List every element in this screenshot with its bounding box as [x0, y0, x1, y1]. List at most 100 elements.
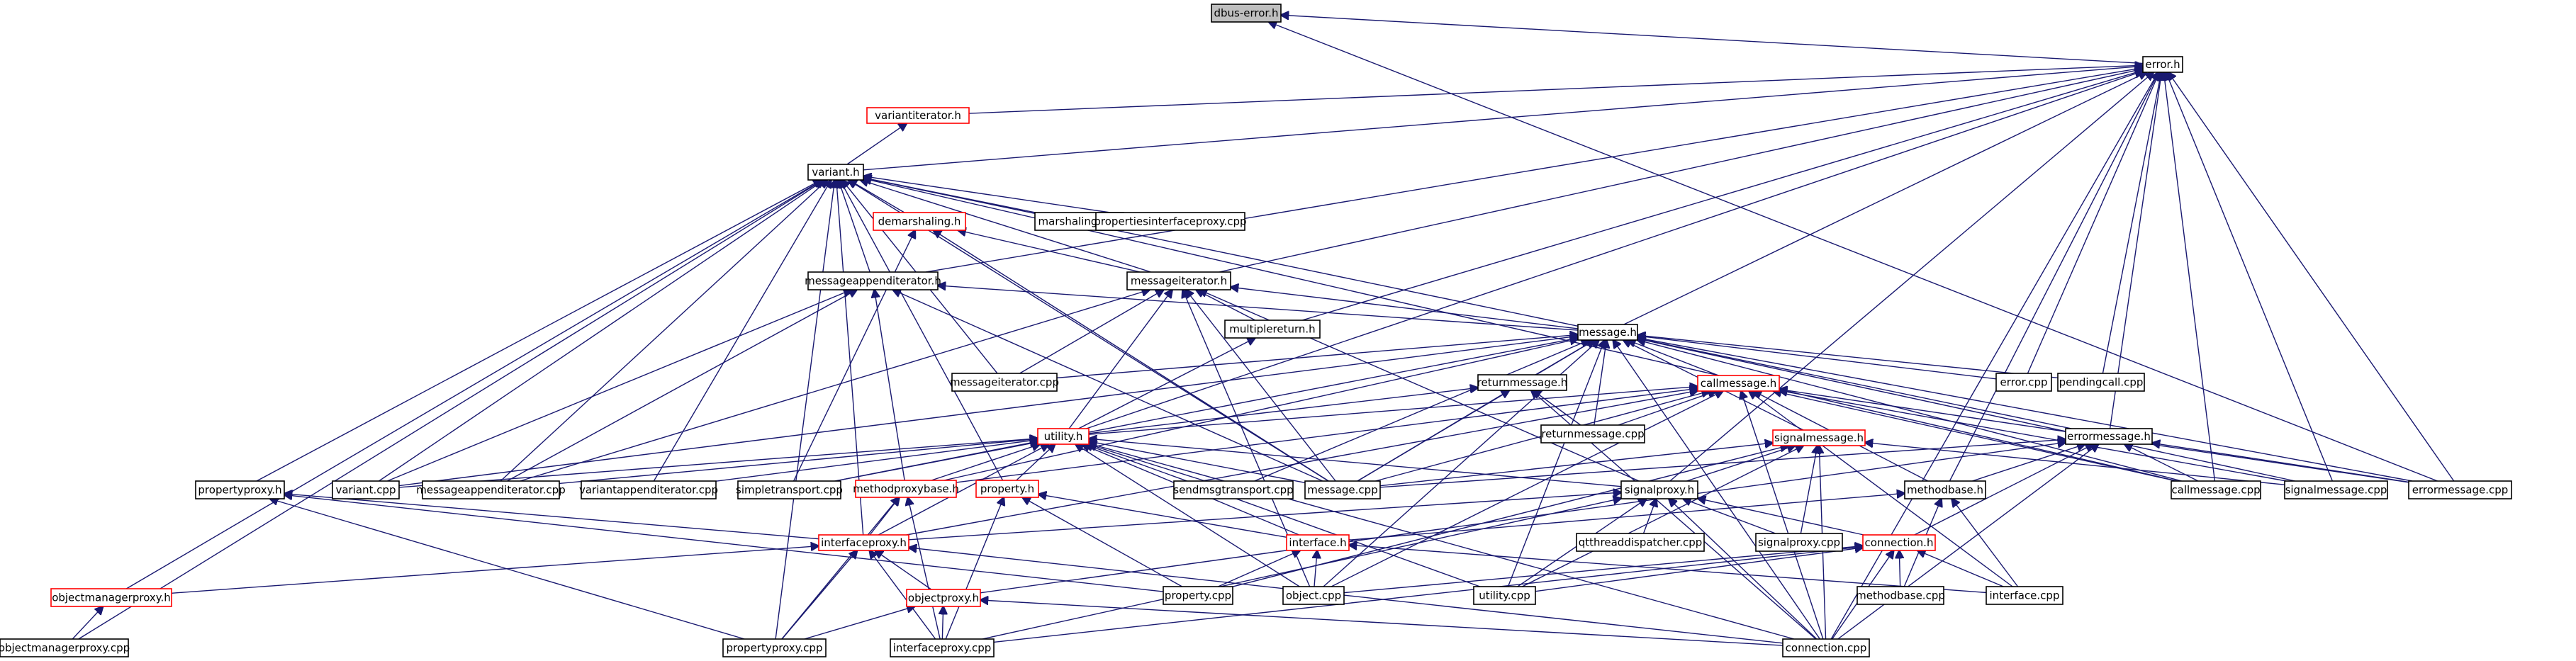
node-connection-h[interactable]: connection.h: [1862, 534, 1936, 551]
node-returnmessage-h[interactable]: returnmessage.h: [1477, 374, 1568, 391]
node-utility-h[interactable]: utility.h: [1037, 428, 1090, 445]
edge-variant-h-to-variantiterator-h: [846, 123, 907, 165]
node-box: [1473, 586, 1536, 605]
edge-errormessage-h-to-message-h: [1637, 339, 2072, 429]
edge-message-cpp-to-messageiterator-h: [1186, 290, 1336, 482]
edge-objectmanagerproxy-h-to-variant-h: [125, 180, 822, 589]
edge-propertyproxy-cpp-to-variant-h: [775, 180, 834, 640]
node-qtthreaddispatcher-cpp[interactable]: qtthreaddispatcher.cpp: [1576, 533, 1705, 552]
node-simpletransport-cpp[interactable]: simpletransport.cpp: [736, 480, 843, 499]
node-label: interfaceproxy.cpp: [893, 642, 992, 655]
node-variantappenditerator-cpp[interactable]: variantappenditerator.cpp: [579, 480, 718, 499]
node-connection-cpp[interactable]: connection.cpp: [1782, 638, 1870, 657]
node-callmessage-h[interactable]: callmessage.h: [1697, 375, 1780, 392]
node-propertyproxy-cpp[interactable]: propertyproxy.cpp: [722, 638, 827, 657]
edge-methodbase-cpp-to-connection-h: [1899, 550, 1900, 587]
node-box: [1540, 424, 1645, 444]
edge-object-cpp-to-connection-h: [1343, 546, 1863, 594]
edge-property-h-to-variant-h: [840, 180, 1004, 481]
node-label: interfaceproxy.h: [821, 536, 907, 549]
edge-objectmanagerproxy-h-to-interfaceproxy-h: [171, 546, 819, 594]
node-methodbase-h[interactable]: methodbase.h: [1904, 480, 1986, 499]
node-signalmessage-h[interactable]: signalmessage.h: [1772, 429, 1866, 446]
node-propertiesinterfaceproxy-cpp[interactable]: propertiesinterfaceproxy.cpp: [1094, 212, 1247, 231]
edge-connection-cpp-to-interfaceproxy-h: [909, 548, 1783, 644]
node-box: [1755, 533, 1843, 552]
node-box: [737, 480, 841, 499]
node-callmessage-cpp[interactable]: callmessage.cpp: [2171, 480, 2261, 499]
node-objectmanagerproxy-cpp[interactable]: objectmanagerproxy.cpp: [0, 638, 130, 657]
node-messageappenditerator-h[interactable]: messageappenditerator.h: [805, 271, 941, 290]
node-demarshaling-h[interactable]: demarshaling.h: [873, 212, 966, 231]
node-interface-h[interactable]: interface.h: [1286, 534, 1350, 551]
node-errormessage-h[interactable]: errormessage.h: [2065, 428, 2153, 445]
node-label: utility.h: [1044, 430, 1083, 443]
node-utility-cpp[interactable]: utility.cpp: [1473, 586, 1536, 605]
edge-returnmessage-cpp-to-message-h: [1594, 340, 1607, 426]
node-errormessage-cpp[interactable]: errormessage.cpp: [2408, 480, 2512, 499]
node-box: [1862, 534, 1936, 551]
node-returnmessage-cpp[interactable]: returnmessage.cpp: [1540, 424, 1645, 444]
node-dbus-error[interactable]: dbus-error.h: [1211, 4, 1282, 23]
edge-demarshaling-h-to-variant-h: [849, 180, 905, 213]
edge-messageappenditerator-cpp-to-variant-h: [500, 180, 827, 482]
node-label: error.cpp: [2000, 376, 2048, 389]
node-box: [1904, 480, 1986, 499]
node-property-cpp[interactable]: property.cpp: [1163, 586, 1233, 605]
edge-sendmsgtransport-cpp-to-utility-h: [1088, 444, 1206, 482]
edge-object-cpp-to-callmessage-h: [1331, 391, 1723, 587]
edge-signalproxy-h-to-error-h: [1669, 72, 2154, 482]
edge-propertyproxy-h-to-variant-h: [256, 180, 821, 482]
node-objectproxy-h[interactable]: objectproxy.h: [906, 589, 981, 607]
node-error-h[interactable]: error.h: [2142, 56, 2183, 73]
edge-object-cpp-to-utility-h: [1075, 444, 1300, 587]
node-label: returnmessage.h: [1477, 376, 1568, 389]
node-box: [722, 638, 827, 657]
edge-utility-h-to-multiplereturn-h: [1078, 338, 1255, 429]
node-objectmanagerproxy-h[interactable]: objectmanagerproxy.h: [50, 588, 172, 607]
edge-returnmessage-cpp-to-returnmessage-h: [1533, 390, 1581, 426]
node-sendmsgtransport-cpp[interactable]: sendmsgtransport.cpp: [1173, 480, 1294, 499]
node-box: [866, 107, 970, 124]
node-interfaceproxy-cpp[interactable]: interfaceproxy.cpp: [890, 638, 995, 657]
node-property-h[interactable]: property.h: [975, 480, 1039, 498]
edge-interface-h-to-methodbase-h: [1348, 493, 1905, 541]
node-box: [1282, 586, 1345, 605]
node-signalmessage-cpp[interactable]: signalmessage.cpp: [2284, 480, 2388, 499]
edge-utility-cpp-to-connection-h: [1535, 548, 1863, 592]
edge-connection-cpp-to-error-h: [1830, 72, 2158, 640]
edge-qtthreaddispatcher-cpp-to-signalproxy-h: [1642, 499, 1657, 534]
node-variant-h[interactable]: variant.h: [807, 164, 864, 181]
node-interface-cpp[interactable]: interface.cpp: [1986, 586, 2063, 605]
node-message-h[interactable]: message.h: [1577, 324, 1638, 341]
node-interfaceproxy-h[interactable]: interfaceproxy.h: [818, 534, 909, 551]
node-propertyproxy-h[interactable]: propertyproxy.h: [195, 480, 285, 499]
edge-callmessage-cpp-to-callmessage-h: [1774, 391, 2177, 482]
node-label: messageappenditerator.h: [805, 275, 941, 288]
node-error-cpp[interactable]: error.cpp: [1995, 373, 2052, 392]
node-signalproxy-cpp[interactable]: signalproxy.cpp: [1755, 533, 1843, 552]
node-pendingcall-cpp[interactable]: pendingcall.cpp: [2057, 373, 2145, 392]
edge-errormessage-cpp-to-dbus-error: [1269, 22, 2438, 482]
node-message-cpp[interactable]: message.cpp: [1304, 480, 1381, 499]
node-box: [873, 212, 966, 231]
node-label: errormessage.cpp: [2412, 484, 2509, 497]
edge-interfaceproxy-cpp-to-interfaceproxy-h: [870, 550, 936, 640]
node-messageiterator-h[interactable]: messageiterator.h: [1126, 271, 1231, 290]
edge-message-h-to-variant-h: [863, 178, 1579, 327]
edge-interface-cpp-to-methodbase-h: [1951, 499, 2019, 587]
node-messageiterator-cpp[interactable]: messageiterator.cpp: [950, 373, 1059, 392]
node-object-cpp[interactable]: object.cpp: [1282, 586, 1345, 605]
node-box: [1986, 586, 2063, 605]
edge-connection-cpp-to-objectproxy-h: [980, 600, 1783, 646]
node-variantiterator-h[interactable]: variantiterator.h: [866, 107, 970, 124]
node-box: [1697, 375, 1780, 392]
node-methodbase-cpp[interactable]: methodbase.cpp: [1856, 586, 1945, 605]
node-multiplereturn-h[interactable]: multiplereturn.h: [1224, 320, 1321, 339]
node-signalproxy-h[interactable]: signalproxy.h: [1620, 480, 1698, 499]
node-box: [1782, 638, 1870, 657]
edge-messageappenditerator-cpp-to-messageappenditerator-h: [507, 290, 856, 482]
node-methodproxybase-h[interactable]: methodproxybase.h: [853, 480, 959, 498]
node-variant-cpp[interactable]: variant.cpp: [332, 480, 400, 499]
node-messageappenditerator-cpp[interactable]: messageappenditerator.cpp: [416, 480, 566, 499]
